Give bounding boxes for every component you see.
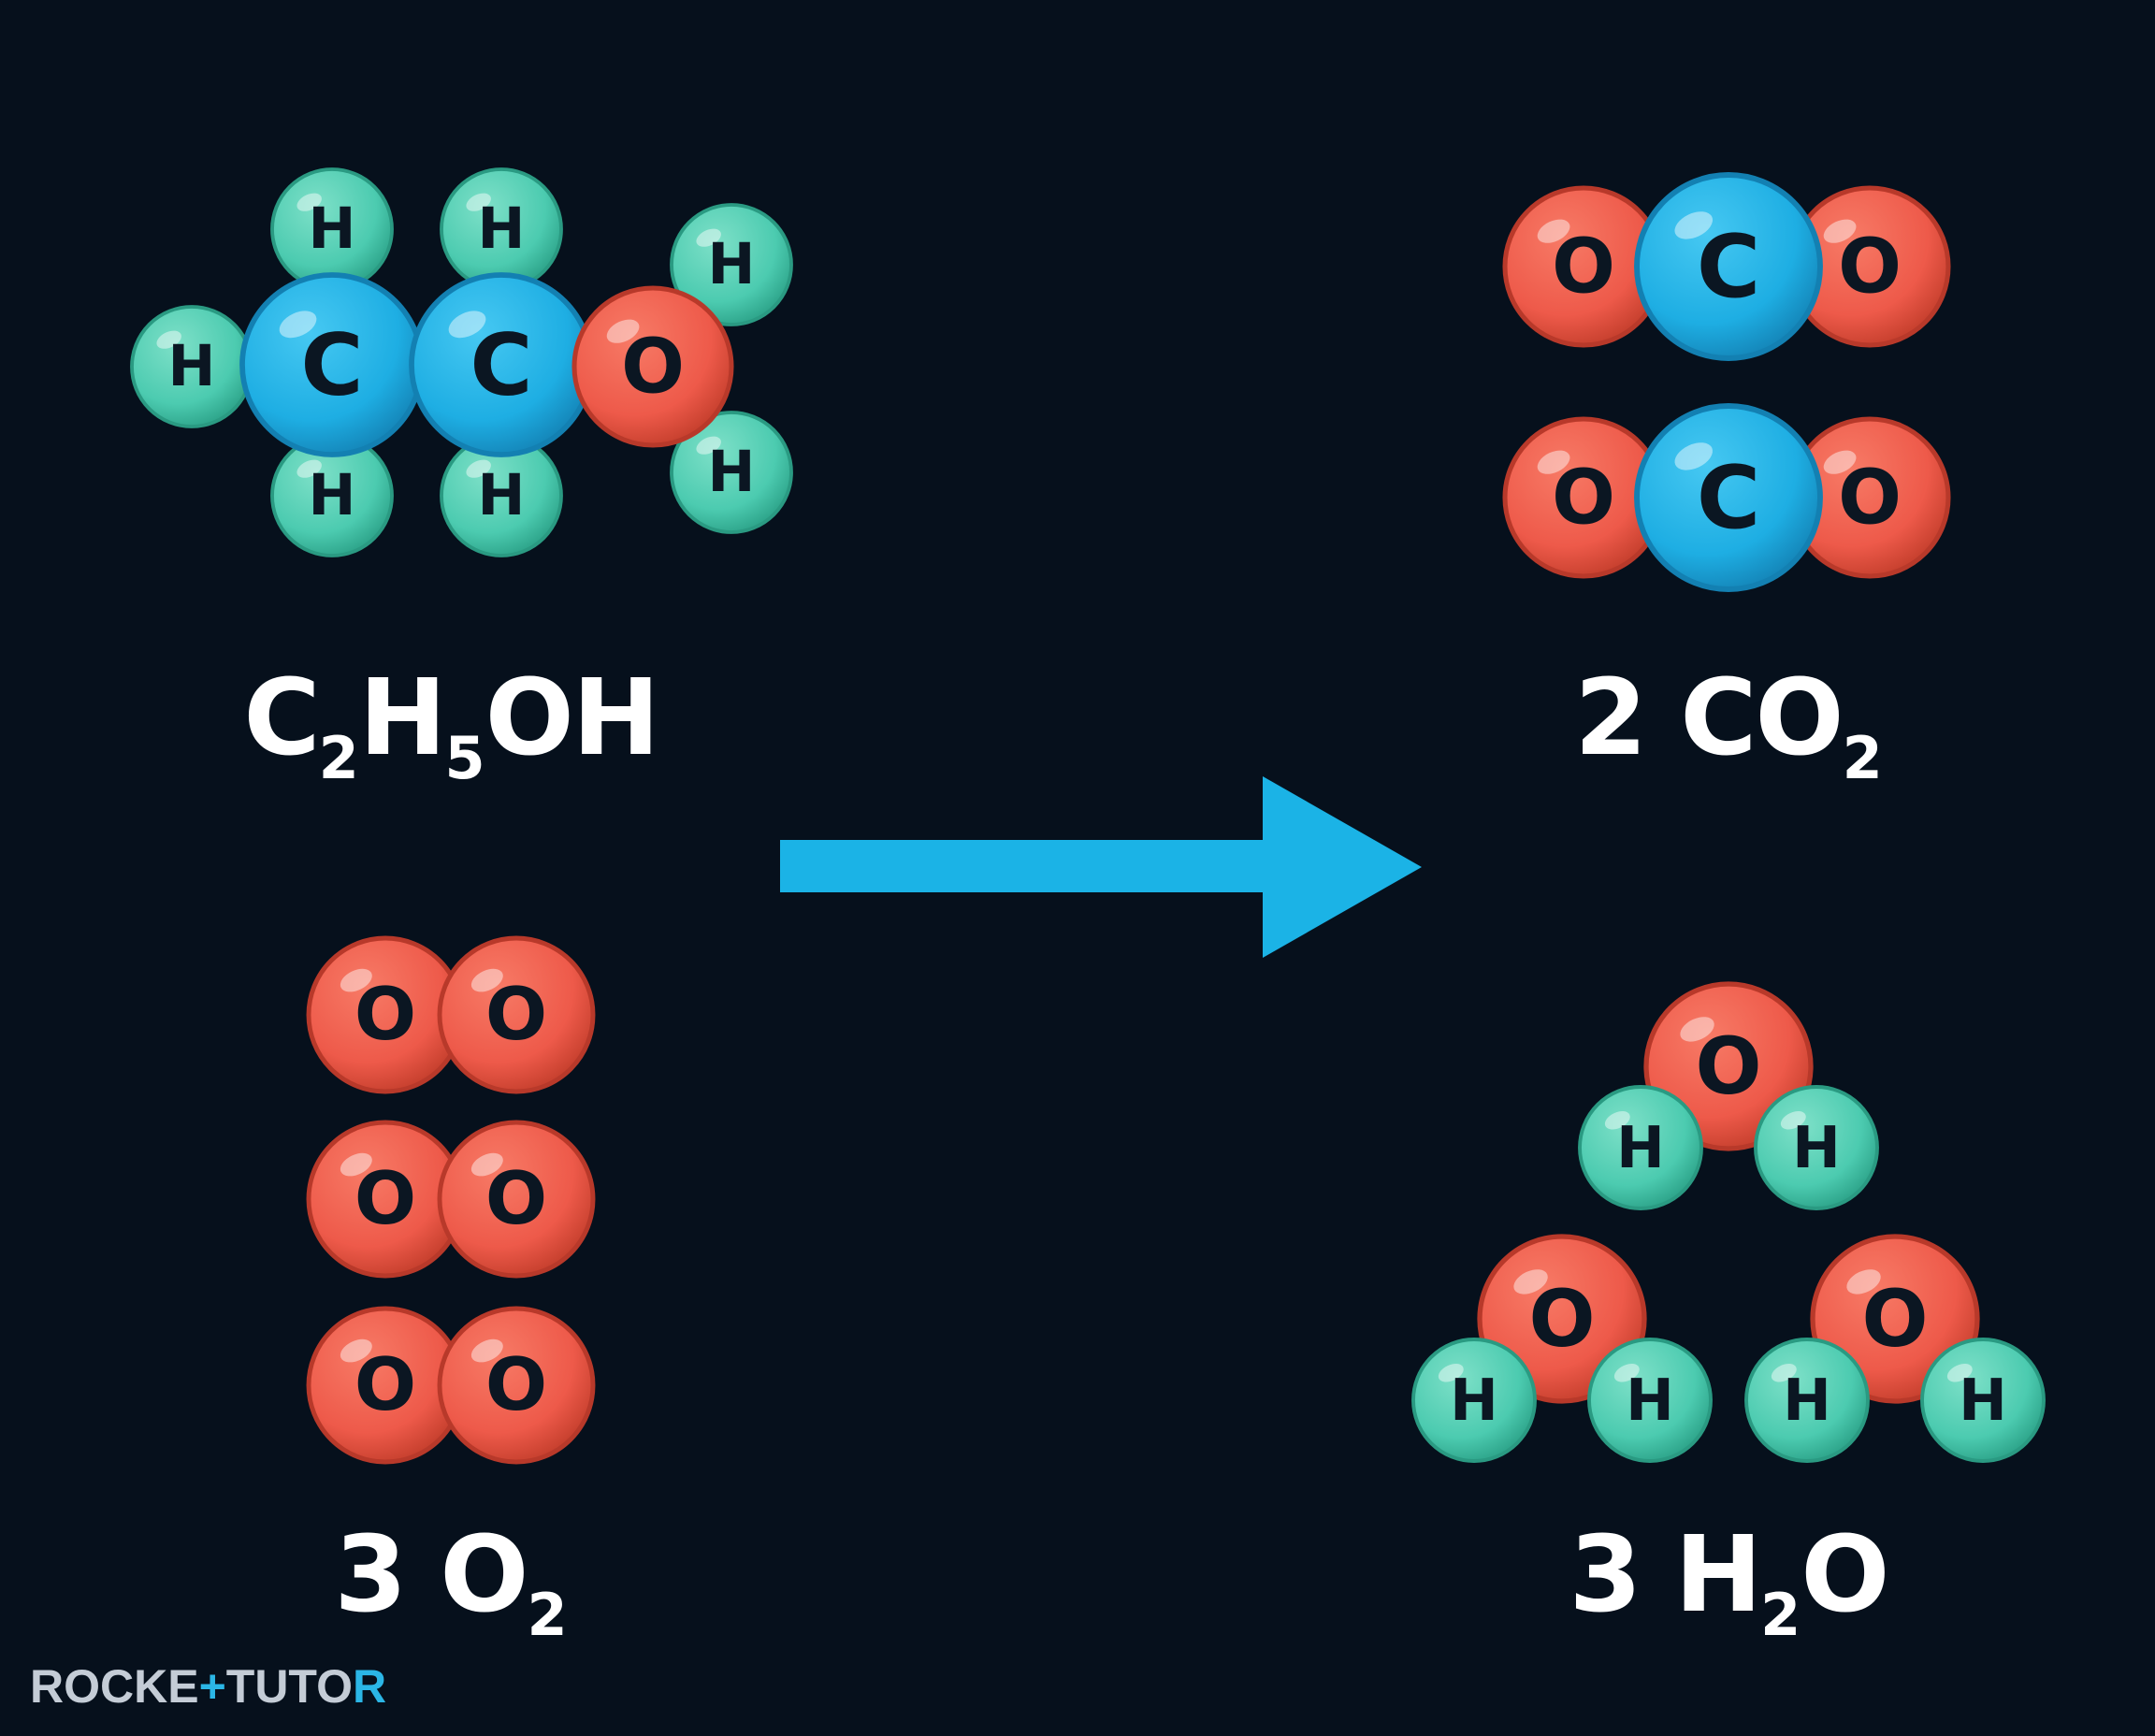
oxygen-atom: O — [306, 1120, 465, 1279]
carbon-atom: C — [409, 272, 594, 457]
atom-label: O — [1695, 1020, 1761, 1112]
rocket-tutor-logo: ROCKE+TUTOR — [30, 1659, 386, 1714]
atom-label: H — [1783, 1367, 1831, 1434]
oxygen-atom: O — [571, 285, 734, 448]
hydrogen-atom: H — [1587, 1338, 1713, 1463]
reaction-arrow — [780, 776, 1422, 958]
hydrogen-atom: H — [270, 167, 394, 291]
atom-label: O — [1528, 1273, 1595, 1365]
hydrogen-atom: H — [130, 305, 253, 428]
atom-label: H — [1450, 1367, 1498, 1434]
oxygen-atom: O — [437, 1306, 596, 1465]
oxygen-atom: O — [1788, 185, 1951, 348]
hydrogen-atom: H — [440, 434, 563, 557]
ethanol-formula: C2H5OH — [243, 666, 659, 788]
oxygen-atom: O — [437, 1120, 596, 1279]
oxygen-atom: O — [437, 935, 596, 1094]
arrow-head — [1263, 776, 1422, 958]
water-formula-tail: O — [1801, 1514, 1889, 1636]
hydrogen-atom: H — [1744, 1338, 1870, 1463]
atom-label: H — [478, 196, 526, 262]
atom-label: O — [1552, 455, 1615, 542]
logo-text: TUTO — [225, 1660, 353, 1713]
ethanol-formula-part: C — [243, 658, 320, 779]
atom-label: O — [621, 324, 685, 411]
atom-label: C — [301, 315, 364, 415]
atom-label: O — [1838, 455, 1902, 542]
atom-label: O — [354, 1157, 416, 1241]
oxygen-atom: O — [1502, 416, 1665, 579]
ethanol-subscript: 2 — [318, 724, 359, 792]
atom-label: H — [309, 463, 356, 528]
hydrogen-atom: H — [670, 411, 793, 534]
hydrogen-atom: H — [440, 167, 563, 291]
oxygen-atom: O — [1502, 185, 1665, 348]
atom-label: H — [478, 463, 526, 528]
atom-label: O — [1861, 1273, 1928, 1365]
atom-label: H — [1792, 1114, 1841, 1181]
atom-label: H — [1626, 1367, 1674, 1434]
atom-label: O — [1838, 224, 1902, 311]
atom-label: H — [708, 440, 756, 505]
atom-label: H — [168, 334, 216, 399]
carbon-atom: C — [1634, 172, 1823, 361]
atom-label: O — [354, 1343, 416, 1427]
atom-label: H — [1959, 1367, 2007, 1434]
water-formula: 3 H2O — [1569, 1523, 1889, 1644]
atom-label: C — [470, 315, 533, 415]
oxygen-subscript: 2 — [527, 1581, 568, 1649]
atom-label: H — [708, 232, 756, 297]
logo-accent: + — [198, 1660, 226, 1713]
water-formula-main: 3 H — [1569, 1514, 1762, 1636]
oxygen-formula-main: 3 O — [334, 1514, 528, 1636]
logo-accent: R — [352, 1660, 387, 1713]
oxygen-atom: O — [306, 935, 465, 1094]
atom-label: O — [485, 1157, 547, 1241]
atom-label: O — [485, 1343, 547, 1427]
atom-label: C — [1697, 447, 1760, 548]
logo-text: ROCKE — [30, 1660, 199, 1713]
carbon-dioxide-formula-main: 2 CO — [1574, 658, 1844, 779]
hydrogen-atom: H — [1920, 1338, 2046, 1463]
atom-label: O — [485, 973, 547, 1057]
carbon-atom: C — [239, 272, 425, 457]
hydrogen-atom: H — [670, 203, 793, 326]
ethanol-subscript: 5 — [444, 724, 485, 792]
carbon-dioxide-formula: 2 CO2 — [1574, 666, 1882, 788]
arrow-shaft — [780, 840, 1266, 892]
atom-label: H — [309, 196, 356, 262]
hydrogen-atom: H — [1411, 1338, 1537, 1463]
ethanol-formula-part: H — [358, 658, 447, 779]
oxygen-formula: 3 O2 — [334, 1523, 567, 1644]
water-subscript: 2 — [1760, 1581, 1801, 1649]
ethanol-formula-part: OH — [485, 658, 660, 779]
atom-label: C — [1697, 216, 1760, 317]
oxygen-atom: O — [1788, 416, 1951, 579]
carbon-atom: C — [1634, 403, 1823, 592]
hydrogen-atom: H — [1578, 1085, 1703, 1210]
hydrogen-atom: H — [1754, 1085, 1879, 1210]
atom-label: O — [354, 973, 416, 1057]
atom-label: O — [1552, 224, 1615, 311]
oxygen-atom: O — [306, 1306, 465, 1465]
carbon-dioxide-subscript: 2 — [1842, 724, 1883, 792]
atom-label: H — [1616, 1114, 1665, 1181]
